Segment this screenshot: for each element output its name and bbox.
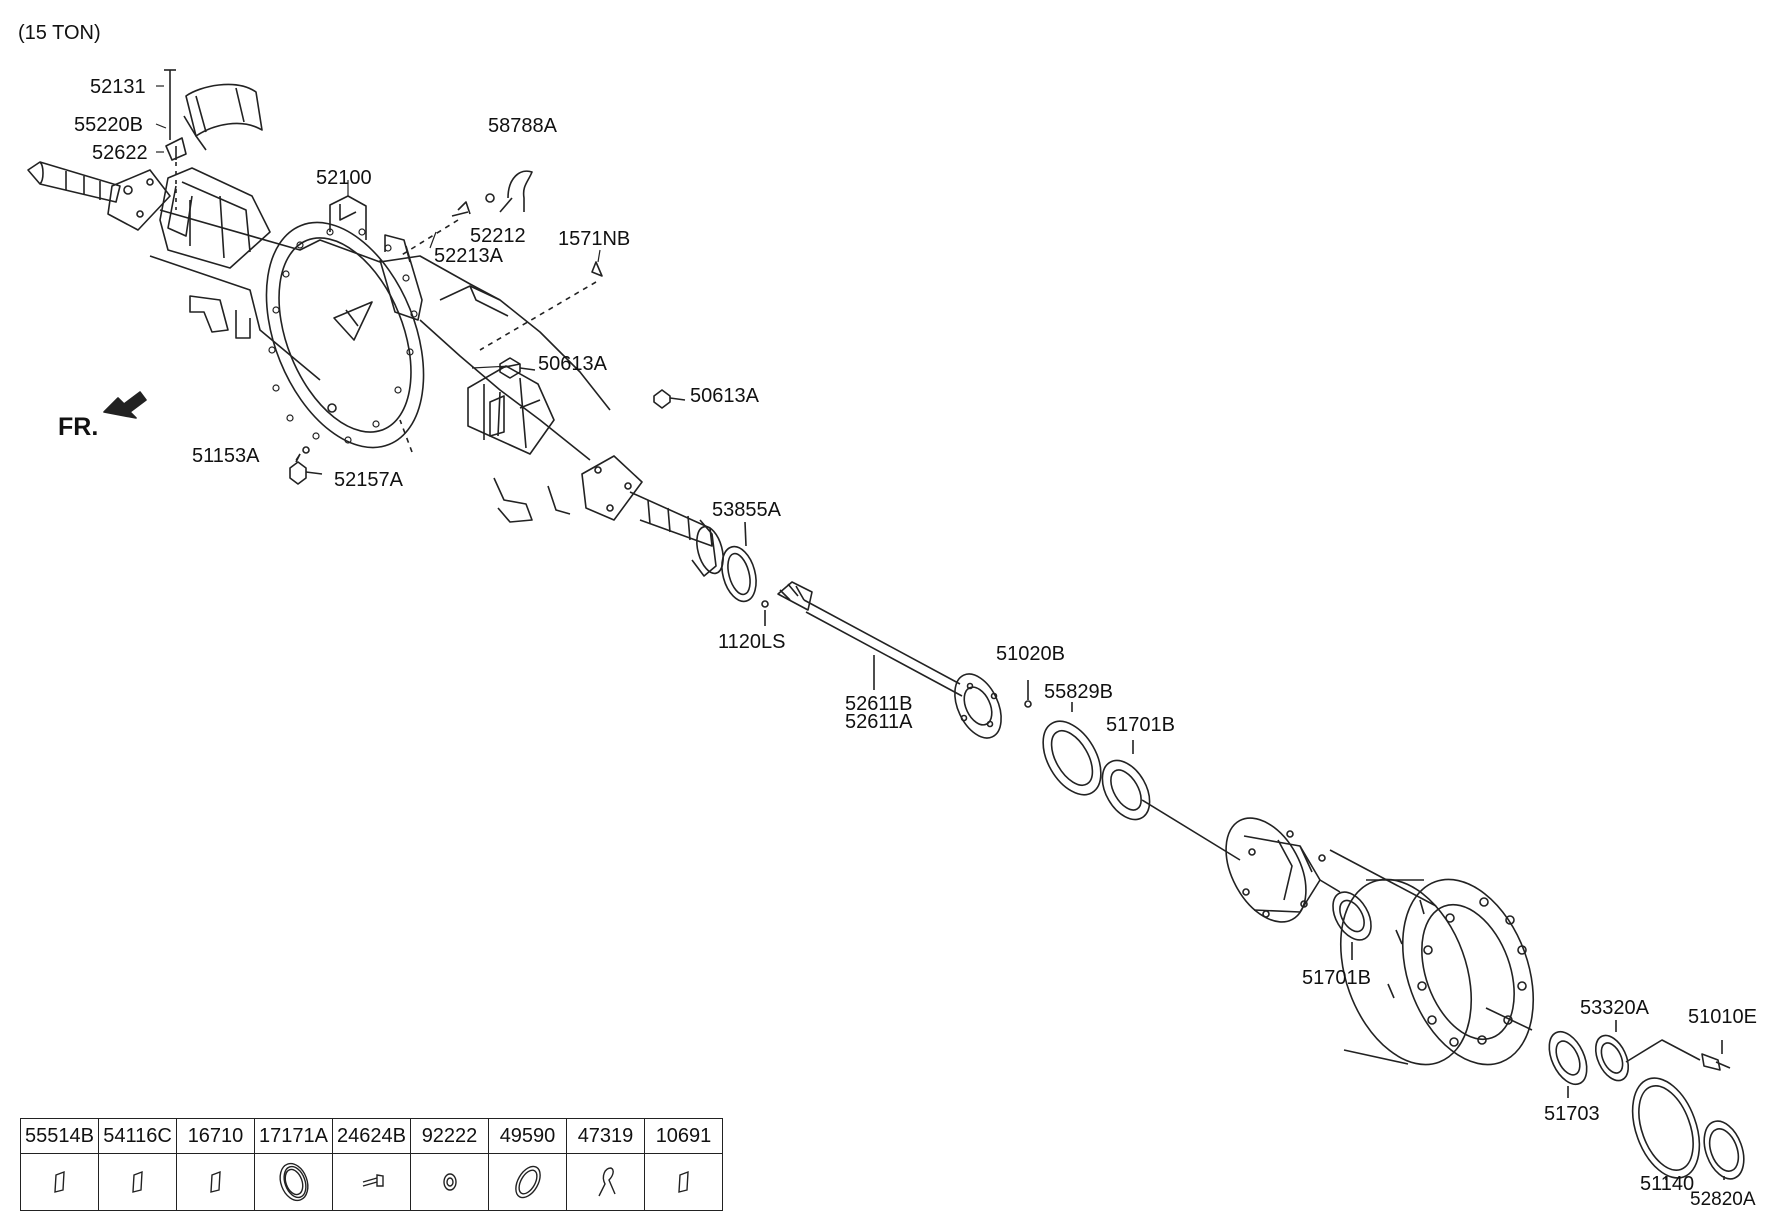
callout-52622[interactable]: 52622 [92,142,148,164]
legend-part-1[interactable]: 54116C [98,1118,177,1154]
legend-part-3[interactable]: 17171A [254,1118,333,1154]
small-plate-icon [131,1170,143,1193]
spring-pad-parts [164,69,263,210]
callout-51701B-2[interactable]: 51701B [1302,967,1371,989]
o-ring-icon [514,1165,541,1199]
callout-58788A[interactable]: 58788A [488,115,557,137]
callout-52100[interactable]: 52100 [316,167,372,189]
callout-53320A[interactable]: 53320A [1580,997,1649,1019]
callout-55829B[interactable]: 55829B [1044,681,1113,703]
wheel-hub [1225,817,1341,923]
small-plate-icon [677,1170,689,1193]
callout-1571NB[interactable]: 1571NB [558,228,631,250]
legend-part-7[interactable]: 47319 [566,1118,645,1154]
front-arrow-icon [103,391,147,419]
bolt-icon [362,1174,384,1187]
callout-51020B[interactable]: 51020B [996,643,1065,665]
clip-icon [597,1167,616,1197]
breather-parts [399,170,603,351]
legend-part-2[interactable]: 16710 [176,1118,255,1154]
callout-51140[interactable]: 51140 [1640,1173,1695,1195]
callout-50613A-2[interactable]: 50613A [690,385,759,407]
small-plate-icon [209,1170,221,1193]
legend-part-0[interactable]: 55514B [20,1118,99,1154]
callout-51703[interactable]: 51703 [1544,1103,1600,1125]
brake-drum [1329,849,1535,1066]
callout-52611A[interactable]: 52611A [845,711,913,733]
seal-and-bearings [1042,702,1372,960]
legend-part-4[interactable]: 24624B [332,1118,411,1154]
small-plate-icon [53,1170,65,1193]
front-marker: FR. [58,413,99,441]
callout-51010E[interactable]: 51010E [1688,1006,1757,1028]
banjo-bolt-holes [268,228,418,444]
outer-parts [1548,1020,1745,1180]
leader-lines [155,85,601,461]
callout-52131[interactable]: 52131 [90,76,146,98]
axle-housing [27,161,724,577]
axle-shaft [777,581,1032,739]
callout-52611B[interactable]: 52611B [845,693,913,715]
callout-52212[interactable]: 52212 [470,225,526,247]
callout-1120LS[interactable]: 1120LS [718,631,786,653]
legend-icon-row [20,1153,723,1211]
callout-52820A[interactable]: 52820A [1690,1189,1756,1210]
oil-seal-icon [278,1162,309,1202]
callout-55220B[interactable]: 55220B [74,114,143,136]
parts-legend-table: 55514B 54116C 16710 17171A 24624B 92222 … [20,1118,723,1211]
drum-stud-holes [1417,897,1527,1047]
callout-53855A[interactable]: 53855A [712,499,781,521]
legend-part-6[interactable]: 49590 [488,1118,567,1154]
callout-52213A[interactable]: 52213A [434,245,503,267]
callout-50613A-1[interactable]: 50613A [538,353,607,375]
callout-52157A[interactable]: 52157A [334,469,403,491]
callout-51153A[interactable]: 51153A [192,445,260,467]
legend-part-5[interactable]: 92222 [410,1118,489,1154]
legend-part-row: 55514B 54116C 16710 17171A 24624B 92222 … [20,1118,723,1154]
gasket-and-stud [721,521,769,626]
callout-51701B-1[interactable]: 51701B [1106,714,1175,736]
diagram-caption: (15 TON) [18,22,101,44]
legend-part-8[interactable]: 10691 [644,1118,723,1154]
washer-icon [442,1173,457,1191]
